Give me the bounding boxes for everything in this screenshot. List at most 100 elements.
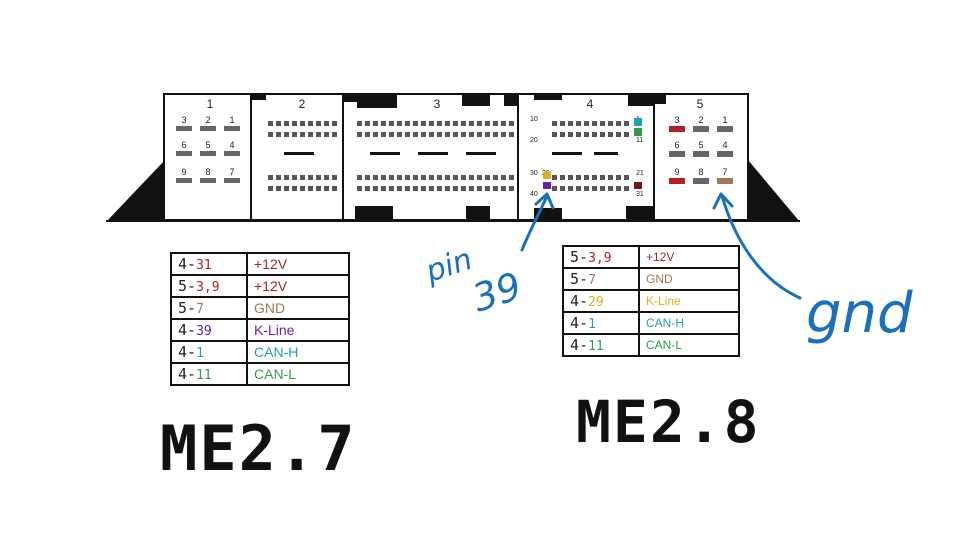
pin-number: 2 — [205, 115, 210, 125]
pin — [308, 121, 313, 126]
pin — [592, 175, 597, 180]
pin — [397, 121, 402, 126]
connector-number: 5- — [178, 277, 197, 295]
pin — [509, 132, 514, 137]
pin — [429, 186, 434, 191]
pin-number: 1 — [229, 115, 234, 125]
pin-number: 21 — [636, 170, 644, 177]
pin — [324, 121, 329, 126]
pin — [413, 186, 418, 191]
connector-number: 5- — [570, 270, 589, 288]
pin — [485, 132, 490, 137]
section-label: 5 — [697, 97, 704, 111]
pinout-pin-cell: 5-7 — [562, 267, 640, 291]
pin — [584, 186, 589, 191]
pin — [300, 121, 305, 126]
section-label: 3 — [434, 97, 441, 111]
connector-key-bar — [284, 152, 314, 155]
pin — [365, 121, 370, 126]
connector-key-bar — [418, 152, 448, 155]
signal-name: CAN-L — [638, 333, 740, 357]
connector-key-bar — [466, 152, 496, 155]
pinout-pin-cell: 4-31 — [170, 252, 248, 276]
pin — [469, 132, 474, 137]
pin — [268, 132, 273, 137]
pin — [560, 132, 565, 137]
pin — [509, 186, 514, 191]
pin — [717, 151, 733, 157]
pin — [509, 121, 514, 126]
pin — [501, 132, 506, 137]
pin — [624, 175, 629, 180]
connector-notch — [654, 94, 666, 104]
me27-title: ME2.7 — [160, 412, 357, 485]
pin — [509, 175, 514, 180]
pin — [381, 132, 386, 137]
connector-number: 4- — [178, 343, 197, 361]
pin — [624, 186, 629, 191]
pin — [693, 178, 709, 184]
pin — [477, 175, 482, 180]
pin — [413, 121, 418, 126]
pin — [200, 126, 216, 131]
pin — [176, 126, 192, 131]
signal-name: GND — [638, 267, 740, 291]
pin — [324, 186, 329, 191]
pin — [324, 132, 329, 137]
pin-number: 6 — [181, 140, 186, 150]
pin — [357, 175, 362, 180]
pin — [568, 121, 573, 126]
pin — [461, 132, 466, 137]
pin — [576, 121, 581, 126]
pin — [284, 121, 289, 126]
pin — [608, 121, 613, 126]
pinout-pin-cell: 5-7 — [170, 296, 248, 320]
pin — [381, 186, 386, 191]
connector-notch — [343, 94, 357, 102]
pin — [552, 132, 557, 137]
pin — [600, 175, 605, 180]
pin — [445, 121, 450, 126]
pin — [389, 175, 394, 180]
signal-name: CAN-H — [246, 340, 350, 364]
pin — [268, 121, 273, 126]
pin-number: 11 — [636, 137, 643, 144]
handwritten-gnd-annotation — [712, 192, 802, 300]
pin — [308, 132, 313, 137]
pin — [316, 132, 321, 137]
pin — [485, 186, 490, 191]
pin — [477, 186, 482, 191]
pin — [276, 121, 281, 126]
pin — [584, 121, 589, 126]
pin — [437, 132, 442, 137]
pin-brown — [717, 178, 733, 184]
pin — [405, 132, 410, 137]
pin-number: 6 — [674, 140, 679, 150]
pin-number: 31 — [636, 191, 644, 198]
pin — [501, 186, 506, 191]
pin — [316, 186, 321, 191]
pin-number: 7 — [196, 302, 204, 317]
pin — [592, 132, 597, 137]
signal-name: K-Line — [638, 289, 740, 313]
pin-number: 7 — [229, 167, 234, 177]
pin — [624, 132, 629, 137]
pinout-pin-cell: 4-39 — [170, 318, 248, 342]
pin — [453, 186, 458, 191]
connector-notch — [252, 94, 266, 100]
pin — [576, 132, 581, 137]
pin — [268, 186, 273, 191]
pin — [389, 121, 394, 126]
pin — [592, 186, 597, 191]
connector-number: 4- — [570, 336, 589, 354]
connector-notch — [357, 94, 397, 108]
signal-name: K-Line — [246, 318, 350, 342]
pinout-row: 5-3,9+12V — [562, 245, 740, 269]
signal-name: +12V — [246, 274, 350, 298]
pin — [429, 121, 434, 126]
